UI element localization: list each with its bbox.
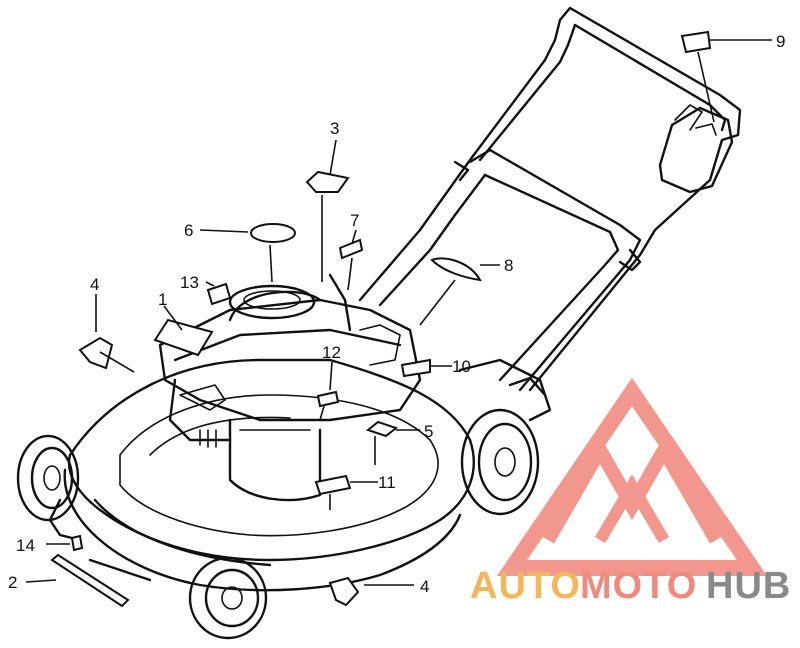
callout-4b: 4 — [420, 577, 429, 596]
decal-7 — [338, 238, 364, 260]
decal-2 — [50, 553, 130, 608]
callout-10: 10 — [452, 357, 471, 376]
decal-14 — [70, 534, 84, 552]
decal-4b — [328, 576, 360, 607]
callout-9: 9 — [776, 32, 785, 51]
callout-labels: 1 2 3 4 4 5 6 7 8 9 10 11 12 13 14 — [8, 32, 785, 596]
decal-1 — [153, 318, 214, 357]
callout-11: 11 — [378, 473, 396, 492]
watermark-logo — [496, 377, 768, 576]
callout-12: 12 — [322, 343, 341, 362]
callout-7: 7 — [350, 211, 359, 230]
watermark-hub: HUB — [706, 565, 791, 607]
callout-1: 1 — [158, 290, 167, 309]
callout-6: 6 — [184, 221, 193, 240]
decal-6 — [250, 223, 296, 243]
decal-11 — [314, 474, 352, 496]
decal-9 — [680, 30, 712, 54]
decal-13 — [206, 282, 232, 306]
callout-5: 5 — [424, 422, 433, 441]
rear-right-wheel — [460, 408, 540, 516]
decal-4a — [78, 336, 114, 370]
callout-13: 13 — [180, 273, 199, 292]
front-left-wheel — [16, 434, 80, 522]
decal-10 — [400, 358, 431, 378]
decal-5 — [365, 420, 399, 438]
watermark-auto: AUTO — [470, 565, 581, 607]
decal-3 — [305, 170, 350, 193]
engine — [158, 273, 422, 502]
rear-bracket — [458, 358, 552, 422]
callout-2: 2 — [8, 573, 17, 592]
mower-deck — [48, 358, 475, 592]
watermark-moto: MOTO — [580, 565, 697, 607]
callout-4a: 4 — [90, 275, 99, 294]
watermark-text: AUTO MOTO HUB — [470, 565, 791, 607]
front-right-wheel — [188, 556, 268, 640]
callout-8: 8 — [504, 256, 513, 275]
decal-8 — [430, 257, 482, 282]
callout-14: 14 — [16, 536, 35, 555]
handle — [358, 6, 742, 392]
leader-lines — [25, 39, 772, 586]
decal-12 — [316, 390, 340, 408]
callout-3: 3 — [330, 119, 339, 138]
